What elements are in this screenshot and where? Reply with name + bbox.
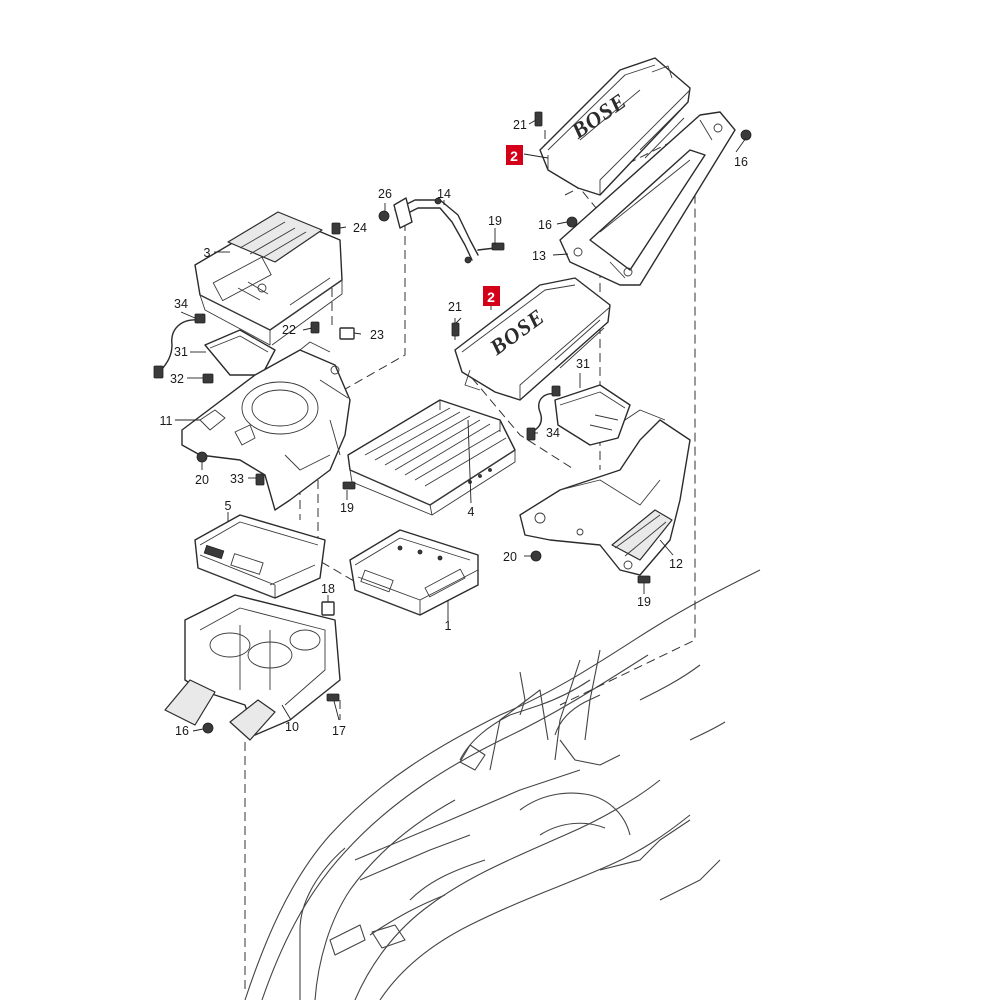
callout-3: 3 — [204, 246, 211, 260]
callout-23: 23 — [370, 328, 384, 342]
callout-5: 5 — [225, 499, 232, 513]
callout-32: 32 — [170, 372, 184, 386]
vehicle-body-outline — [244, 569, 761, 1000]
carrier-10 — [164, 594, 341, 741]
callout-13: 13 — [532, 249, 546, 263]
fasteners — [196, 111, 752, 734]
callout-2a-box — [506, 145, 523, 165]
amplifier-lower: BOSE — [454, 277, 611, 401]
callout-12: 12 — [669, 557, 683, 571]
callout-34b: 34 — [546, 426, 560, 440]
callout-26: 26 — [378, 187, 392, 201]
unit-1 — [349, 529, 479, 616]
callout-19c: 19 — [637, 595, 651, 609]
callout-16c: 16 — [175, 724, 189, 738]
callout-18: 18 — [321, 582, 335, 596]
harness-14 — [393, 197, 496, 264]
callout-labels: 2 2 1 3 4 5 10 11 12 13 14 16 16 16 17 1… — [160, 118, 748, 738]
callout-10: 10 — [285, 720, 299, 734]
bracket-13 — [559, 111, 736, 286]
control-unit-3 — [194, 211, 343, 346]
callout-17: 17 — [332, 724, 346, 738]
callout-21b: 21 — [448, 300, 462, 314]
callout-31b: 31 — [576, 357, 590, 371]
callout-2b: 2 — [487, 289, 495, 305]
callout-16b: 16 — [538, 218, 552, 232]
callout-31a: 31 — [174, 345, 188, 359]
unit-5 — [194, 514, 326, 599]
callout-4: 4 — [468, 505, 475, 519]
callout-1: 1 — [445, 619, 452, 633]
callout-20b: 20 — [503, 550, 517, 564]
callout-16a: 16 — [734, 155, 748, 169]
callout-19b: 19 — [340, 501, 354, 515]
callout-20a: 20 — [195, 473, 209, 487]
callout-2b-box — [483, 286, 500, 306]
callout-2a: 2 — [510, 148, 518, 164]
module-4 — [347, 399, 516, 516]
callout-19a: 19 — [488, 214, 502, 228]
callout-14: 14 — [437, 187, 451, 201]
module-31-right — [526, 384, 631, 446]
callout-34a: 34 — [174, 297, 188, 311]
callout-21a: 21 — [513, 118, 527, 132]
callout-24: 24 — [353, 221, 367, 235]
leader-lines — [175, 119, 747, 732]
callout-22: 22 — [282, 323, 296, 337]
callout-33: 33 — [230, 472, 244, 486]
callout-11: 11 — [160, 414, 173, 428]
module-31-left — [153, 313, 276, 379]
